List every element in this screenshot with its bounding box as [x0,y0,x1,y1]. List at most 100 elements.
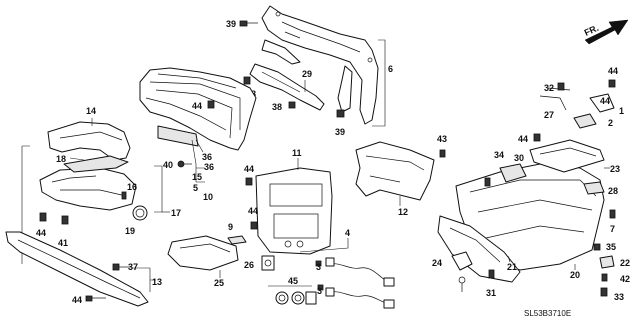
callout-3-upper: 3 [316,262,321,272]
callout-9: 9 [228,222,233,232]
callout-32: 32 [544,83,554,93]
leader-21 [507,255,511,263]
harness-4 [325,257,395,309]
callout-10: 10 [203,192,213,202]
callout-33: 33 [614,292,624,302]
clip-39-mid [336,109,345,118]
callout-2: 2 [608,118,613,128]
callout-28: 28 [608,186,618,196]
callout-35: 35 [606,242,616,252]
callout-11: 11 [292,148,302,158]
clip-44-right-top [608,79,616,88]
callout-7: 7 [610,224,615,234]
pocket-25 [167,235,239,271]
callout-4: 4 [345,228,350,238]
callout-39-top: 39 [226,19,236,29]
callout-44-left: 44 [36,228,46,238]
callout-30: 30 [514,153,524,163]
callout-36: 36 [202,152,212,162]
glove-box-lid [437,215,521,283]
callout-44-right-top: 44 [608,66,618,76]
leader-18 [69,157,85,161]
callout-44-visor: 44 [192,101,202,111]
key-ring-19 [132,205,148,221]
screw-3-upper [315,260,322,267]
callout-27: 27 [544,110,554,120]
callout-16: 16 [127,182,137,192]
clip-37 [112,263,132,271]
screw-44-bottom-left [85,295,106,302]
callout-42: 42 [620,274,630,284]
callout-40: 40 [163,160,173,170]
clip-35 [593,243,601,251]
screw-33 [600,287,608,297]
clip-44-center-mid [250,221,258,230]
leader-36 [195,139,204,153]
pad-28 [583,181,605,195]
screw-40 [177,160,192,168]
callout-17: 17 [171,208,181,218]
diagram-code: SL53B3710E [524,309,571,318]
clip-44-left [39,212,47,222]
callout-34: 34 [494,150,504,160]
callout-38-right: 38 [272,102,282,112]
bracket-22 [599,255,615,269]
screw-39-top [239,20,258,27]
callout-24: 24 [432,258,442,268]
callout-31: 31 [486,288,496,298]
callout-15: 15 [192,172,202,182]
front-direction-arrow [584,19,629,45]
screw-16 [121,191,127,200]
damper-34 [499,163,527,183]
callout-35-36: 36 [204,162,214,172]
leader-6 [372,39,386,127]
screw-41 [61,215,69,225]
callout-23: 23 [610,164,620,174]
leader-37-13 [132,267,156,292]
bracket-36 [157,125,199,147]
socket-26 [261,255,275,271]
clip-38-right [288,101,296,109]
callout-44-center-mid: 44 [248,206,258,216]
callout-3-lower: 3 [317,286,322,296]
callout-21: 21 [507,262,517,272]
callout-43: 43 [437,134,447,144]
leader-4 [299,238,349,253]
glovebox-bracket-12 [355,141,435,201]
callout-44-center-top: 44 [244,164,254,174]
callout-25: 25 [214,278,224,288]
knee-bolster-lower-cover [5,231,149,307]
screw-31 [488,269,495,279]
callout-45: 45 [288,276,298,286]
glove-box-lock-24 [451,251,473,292]
clip-42 [601,273,608,282]
meter-visor-panel [139,67,257,151]
callout-6: 6 [388,64,393,74]
latch-assembly [539,87,615,129]
callout-1: 1 [619,106,624,116]
screw-32 [557,82,565,91]
callout-39-mid: 39 [335,127,345,137]
callout-37: 37 [128,262,138,272]
leader-15-5-10 [191,139,205,183]
callout-19: 19 [125,226,135,236]
callout-12: 12 [398,207,408,217]
callout-44-bottom-left: 44 [72,295,82,305]
callout-44-right-lower: 44 [518,134,528,144]
callout-5: 5 [193,183,198,193]
upper-lid-panel-23 [529,139,605,173]
callout-22: 22 [620,258,630,268]
callout-29: 29 [302,69,312,79]
screw-7 [609,209,616,219]
callout-13: 13 [152,277,162,287]
callout-18: 18 [56,154,66,164]
clip-44-visor [207,100,215,109]
clip-9 [227,235,247,245]
mount-bracket-29 [249,63,325,111]
callout-44-right-mid: 44 [600,96,610,106]
callout-20: 20 [570,270,580,280]
clip-44-center-top [245,177,253,186]
center-panel [255,167,333,255]
callout-41: 41 [58,238,68,248]
